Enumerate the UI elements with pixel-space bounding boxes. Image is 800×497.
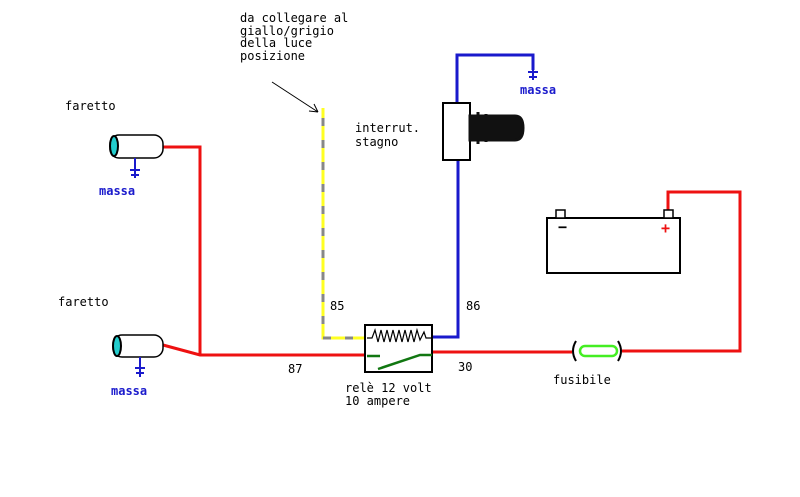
- contact-icon: [367, 353, 432, 371]
- switch: interrut. stagno massa: [355, 68, 556, 161]
- svg-text:faretto: faretto: [58, 295, 109, 309]
- svg-text:+: +: [661, 219, 670, 237]
- lamp-2: faretto massa: [58, 295, 164, 398]
- battery: − +: [546, 209, 681, 274]
- wire-switch-ground: [455, 53, 535, 103]
- svg-text:massa: massa: [99, 184, 135, 198]
- lens-icon: [109, 135, 119, 157]
- svg-text:massa: massa: [111, 384, 147, 398]
- svg-text:−: −: [558, 218, 567, 236]
- svg-text:10 ampere: 10 ampere: [345, 394, 410, 408]
- wire-85-grey: [321, 118, 365, 340]
- svg-text:87: 87: [288, 362, 302, 376]
- wire-87: [162, 343, 365, 357]
- switch-knob-icon: [468, 112, 525, 144]
- svg-text:posizione: posizione: [240, 49, 305, 63]
- relay: 85 86 87 30 relè 12 volt 10 ampere: [288, 299, 480, 408]
- svg-text:86: 86: [466, 299, 480, 313]
- svg-text:85: 85: [330, 299, 344, 313]
- note: da collegare al giallo/grigio della luce…: [240, 11, 348, 113]
- svg-text:stagno: stagno: [355, 135, 398, 149]
- ground-icon: [528, 68, 538, 80]
- ground-icon: [135, 357, 145, 377]
- svg-text:della luce: della luce: [240, 36, 312, 50]
- wire-lamp1: [163, 145, 202, 355]
- lens-icon: [112, 335, 122, 357]
- svg-text:giallo/grigio: giallo/grigio: [240, 24, 334, 38]
- svg-text:da collegare al: da collegare al: [240, 11, 348, 25]
- wire-battery-fuse: [622, 190, 742, 353]
- wire-86: [432, 160, 460, 339]
- svg-text:relè 12 volt: relè 12 volt: [345, 381, 432, 395]
- svg-text:massa: massa: [520, 83, 556, 97]
- lamp-1: faretto massa: [65, 99, 164, 198]
- fuse: fusibile: [553, 340, 622, 387]
- svg-text:30: 30: [458, 360, 472, 374]
- arrow-icon: [271, 81, 319, 113]
- svg-text:faretto: faretto: [65, 99, 116, 113]
- svg-text:fusibile: fusibile: [553, 373, 611, 387]
- ground-icon: [130, 158, 140, 178]
- fuse-icon: [578, 344, 619, 358]
- coil-icon: [367, 327, 432, 343]
- svg-text:interrut.: interrut.: [355, 121, 420, 135]
